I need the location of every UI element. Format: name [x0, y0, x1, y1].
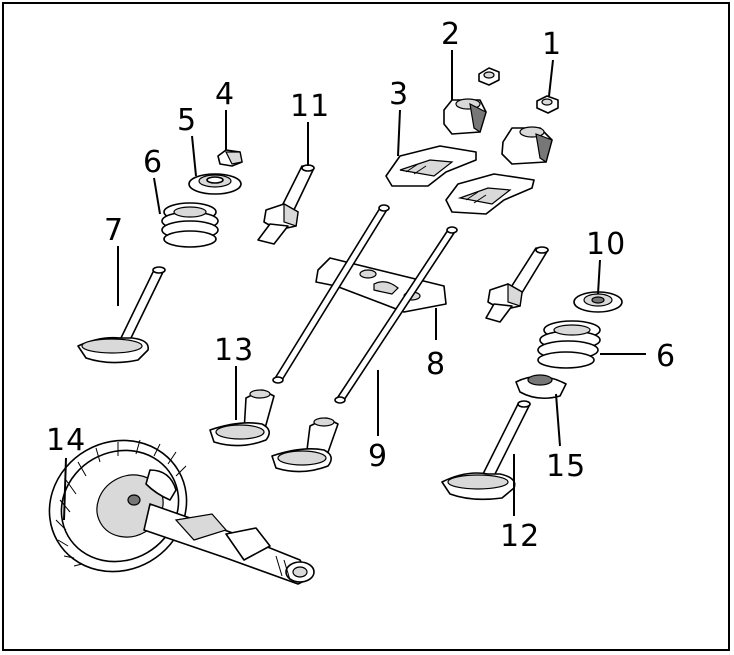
part-1-pivot — [501, 126, 553, 165]
callout-4: 4 — [215, 77, 235, 112]
part-12-valve — [441, 400, 531, 501]
part-3-rocker-arm — [385, 145, 477, 187]
part-6-spring-right — [537, 320, 601, 369]
callout-3: 3 — [389, 77, 409, 112]
part-1-nut — [536, 95, 559, 114]
part-9-push-rod — [272, 204, 458, 404]
part-10-retainer — [573, 291, 623, 313]
callout-9: 9 — [368, 439, 388, 474]
callout-11: 11 — [290, 89, 330, 124]
callout-10: 10 — [586, 227, 626, 262]
callout-14: 14 — [46, 423, 86, 458]
callout-13: 13 — [214, 333, 254, 368]
callout-12: 12 — [500, 519, 540, 554]
part-14-camshaft — [48, 439, 315, 585]
part-11-rocker-stud — [257, 164, 315, 245]
part-13-tappet-2 — [271, 417, 339, 473]
part-2-pivot — [443, 98, 487, 135]
callout-labels: 1 2 3 4 5 6 6 7 8 9 10 11 12 13 15 14 — [46, 17, 676, 554]
callout-5: 5 — [177, 103, 197, 138]
callout-15: 15 — [546, 449, 586, 484]
callout-2: 2 — [441, 17, 461, 52]
callout-7: 7 — [104, 213, 124, 248]
part-5-retainer — [188, 173, 242, 195]
callout-8: 8 — [426, 347, 446, 382]
part-3-rocker-arm-2 — [445, 173, 535, 215]
part-2-nut — [478, 67, 500, 86]
callout-1: 1 — [542, 27, 562, 62]
part-11-rocker-stud-2 — [485, 246, 549, 323]
leader-lines — [63, 50, 646, 521]
part-13-tappet — [209, 389, 275, 447]
callout-6-left: 6 — [143, 145, 163, 180]
callout-6-right: 6 — [656, 339, 676, 374]
part-7-valve — [77, 266, 166, 364]
part-4-keeper — [217, 149, 243, 167]
part-6-spring-left — [161, 202, 219, 248]
part-15-stem-seal — [515, 374, 567, 400]
